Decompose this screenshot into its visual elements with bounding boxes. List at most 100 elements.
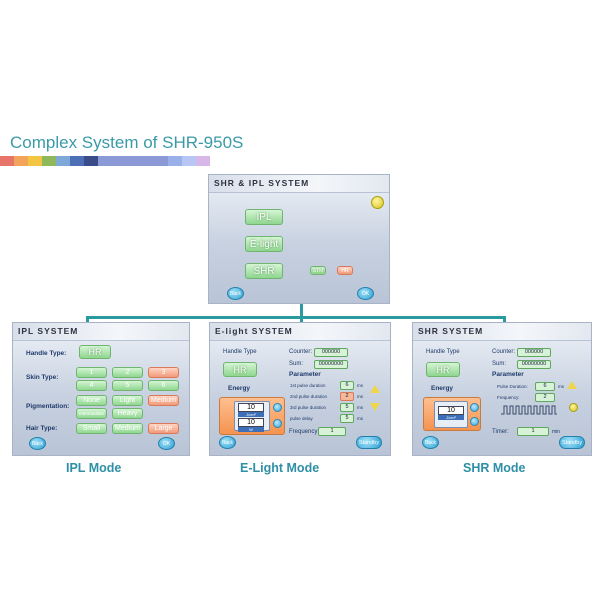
color-strip-segment xyxy=(112,156,126,166)
parameter-label: Parameter xyxy=(289,371,321,378)
color-strip-segment xyxy=(56,156,70,166)
color-strip-segment xyxy=(70,156,84,166)
param-unit-3: ms xyxy=(357,405,363,410)
ipl-button[interactable]: IPL xyxy=(245,209,283,225)
skin-type-4-button[interactable]: 4 xyxy=(76,380,107,391)
color-strip xyxy=(0,156,210,166)
param-value-3[interactable]: 5 xyxy=(340,403,354,412)
frequency-label: Frequency: xyxy=(497,395,520,400)
hair-type-small-button[interactable]: Small xyxy=(76,423,107,434)
param-down-arrow-icon[interactable] xyxy=(370,403,380,411)
pulse-duration-unit: ms xyxy=(558,384,564,389)
color-strip-segment xyxy=(154,156,168,166)
skin-type-label: Skin Type: xyxy=(26,374,59,381)
pigmentation-intermediate-button[interactable]: Intermediate xyxy=(76,408,107,419)
counter-label: Counter: xyxy=(289,349,313,355)
param-up-arrow-icon[interactable] xyxy=(567,381,577,389)
energy-up-arrow-icon[interactable] xyxy=(470,403,479,412)
frequency-label: Frequency: xyxy=(289,429,320,435)
hair-type-medium-button[interactable]: Medium xyxy=(112,423,143,434)
shr-button[interactable]: SHR xyxy=(245,263,283,279)
pigmentation-label: Pigmentation: xyxy=(26,403,70,410)
back-button[interactable]: Back xyxy=(227,287,244,300)
param-value-2[interactable]: 2 xyxy=(340,392,354,401)
frequency-value[interactable]: 1 xyxy=(318,427,346,436)
ok-button[interactable]: OK xyxy=(158,437,175,450)
param-up-arrow-icon[interactable] xyxy=(370,385,380,393)
param-value-1[interactable]: 6 xyxy=(340,381,354,390)
back-button[interactable]: Back xyxy=(29,437,46,450)
param-label-1: 1st pulse duration xyxy=(290,383,326,388)
settings-icon[interactable] xyxy=(371,196,384,209)
timer-value[interactable]: 1 xyxy=(517,427,549,436)
param-unit-1: ms xyxy=(357,383,363,388)
counter-label: Counter: xyxy=(492,349,516,355)
ipl-system-screen: IPL SYSTEM Handle Type: HR Skin Type: 1 … xyxy=(12,322,190,456)
counter-value: 000000 xyxy=(517,348,551,357)
handle-type-label: Handle Type xyxy=(426,349,460,355)
energy-up-arrow-icon[interactable] xyxy=(273,403,282,412)
handle-type-hr-button[interactable]: HR xyxy=(79,345,111,359)
color-strip-segment xyxy=(28,156,42,166)
energy-down-arrow-icon[interactable] xyxy=(470,417,479,426)
energy-value-2: 10 xyxy=(238,418,264,427)
standby-button[interactable]: Standby xyxy=(559,436,585,449)
screen-header: SHR & IPL SYSTEM xyxy=(209,175,389,193)
color-strip-segment xyxy=(98,156,112,166)
stm-button[interactable]: STM xyxy=(310,266,326,275)
energy-unit-1: J/cm² xyxy=(238,412,264,417)
handle-type-hr-button[interactable]: HR xyxy=(426,362,460,377)
screen-header: E-light SYSTEM xyxy=(210,323,390,341)
hair-type-large-button[interactable]: Large xyxy=(148,423,179,434)
skin-type-2-button[interactable]: 2 xyxy=(112,367,143,378)
screen-header: SHR SYSTEM xyxy=(413,323,591,341)
elight-button[interactable]: E-light xyxy=(245,236,283,252)
standby-button[interactable]: Standby xyxy=(356,436,382,449)
energy-down-arrow-icon[interactable] xyxy=(273,419,282,428)
screen-title: IPL SYSTEM xyxy=(18,326,79,336)
color-strip-segment xyxy=(196,156,210,166)
screen-title: E-light SYSTEM xyxy=(215,326,293,336)
color-strip-segment xyxy=(182,156,196,166)
back-button[interactable]: Back xyxy=(219,436,236,449)
energy-label: Energy xyxy=(431,385,454,392)
energy-value: 10 xyxy=(438,406,464,415)
energy-panel: 10 J/cm² 10 W xyxy=(219,397,285,435)
timer-unit: min xyxy=(552,429,561,435)
energy-unit-2: W xyxy=(238,427,264,432)
handle-type-label: Handle Type: xyxy=(26,350,67,357)
skin-type-6-button[interactable]: 6 xyxy=(148,380,179,391)
pigmentation-none-button[interactable]: None xyxy=(76,395,107,406)
back-button[interactable]: Back xyxy=(422,436,439,449)
shr-ipl-system-screen: SHR & IPL SYSTEM IPL E-light SHR STM HR … xyxy=(208,174,390,304)
param-value-4[interactable]: 5 xyxy=(340,414,354,423)
screen-title: SHR SYSTEM xyxy=(418,326,484,336)
sum-value: 00000000 xyxy=(314,360,348,369)
color-strip-segment xyxy=(168,156,182,166)
pulse-duration-value[interactable]: 6 xyxy=(535,382,555,391)
energy-panel: 10 J/cm² xyxy=(423,397,481,431)
param-label-2: 2nd pulse duration xyxy=(290,394,328,399)
ok-button[interactable]: OK xyxy=(357,287,374,300)
color-strip-segment xyxy=(14,156,28,166)
sum-label: Sum: xyxy=(289,361,304,367)
param-unit-4: ms xyxy=(357,416,363,421)
settings-icon[interactable] xyxy=(569,403,578,412)
frequency-value[interactable]: 2 xyxy=(535,393,555,402)
skin-type-3-button[interactable]: 3 xyxy=(148,367,179,378)
color-strip-segment xyxy=(84,156,98,166)
pigmentation-light-button[interactable]: Light xyxy=(112,395,143,406)
skin-type-5-button[interactable]: 5 xyxy=(112,380,143,391)
sum-value: 00000000 xyxy=(517,360,551,369)
hr-button[interactable]: HR xyxy=(337,266,353,275)
pigmentation-heavy-button[interactable]: Heavy xyxy=(112,408,143,419)
color-strip-segment xyxy=(126,156,140,166)
skin-type-1-button[interactable]: 1 xyxy=(76,367,107,378)
energy-unit: J/cm² xyxy=(438,415,464,420)
hair-type-label: Hair Type: xyxy=(26,425,58,432)
sum-label: Sum: xyxy=(492,361,507,367)
pigmentation-medium-button[interactable]: Medium xyxy=(148,395,179,406)
handle-type-hr-button[interactable]: HR xyxy=(223,362,257,377)
param-label-4: pulse delay xyxy=(290,416,313,421)
timer-label: Timer: xyxy=(492,429,509,435)
